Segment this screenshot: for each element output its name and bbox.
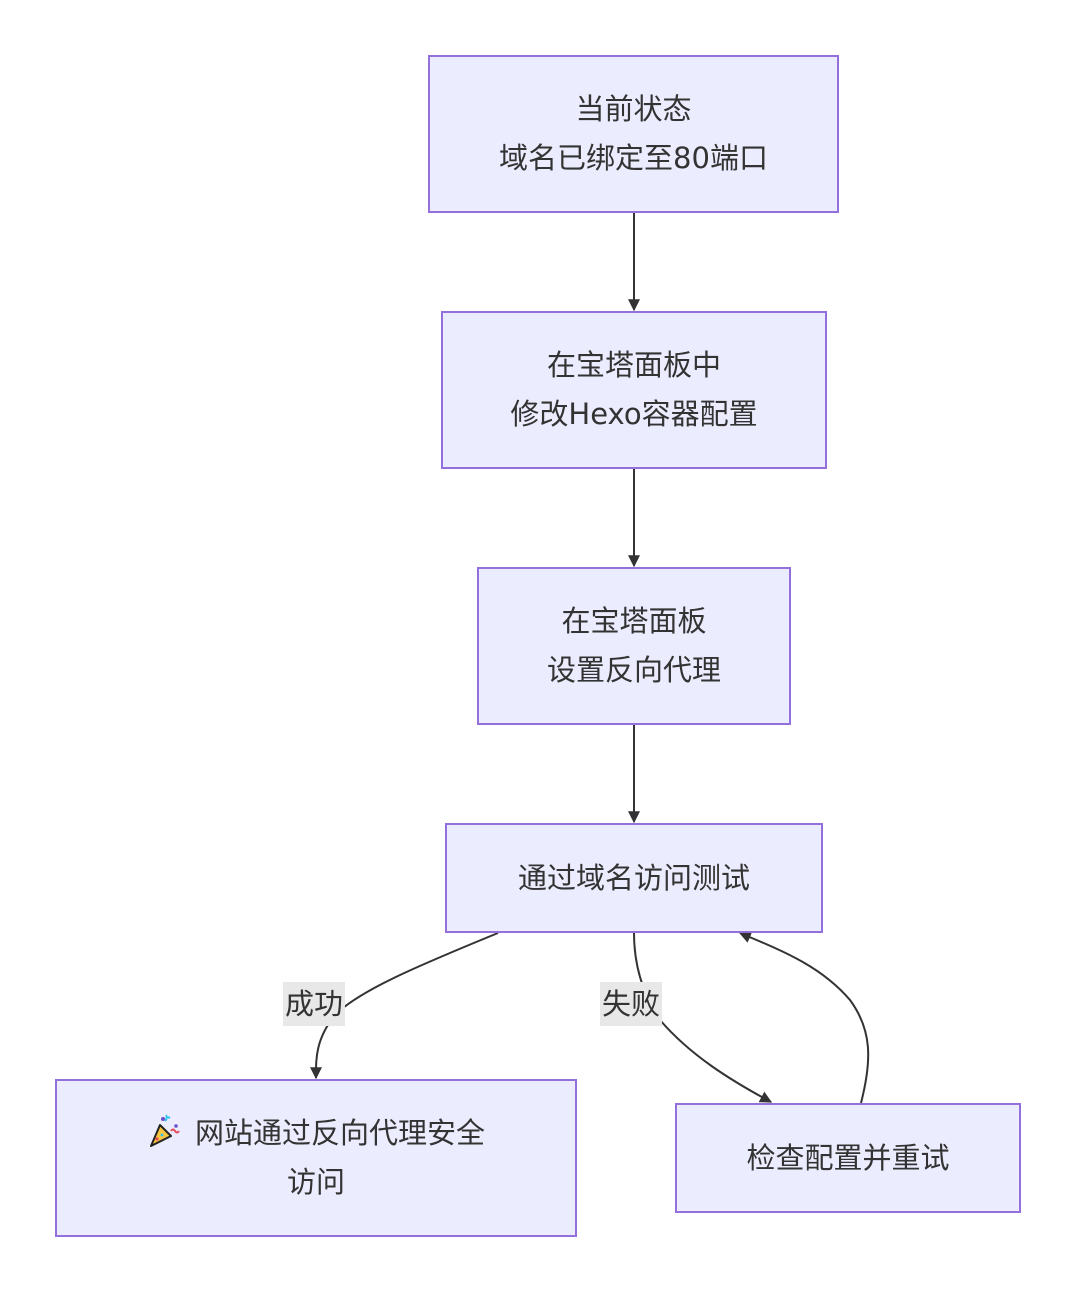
party-popper-icon — [149, 1114, 180, 1147]
node-modify-hexo-config: 在宝塔面板中 修改Hexo容器配置 — [441, 311, 827, 469]
edge-f-d — [738, 931, 870, 1104]
node-current-state-line-1: 当前状态 — [575, 92, 692, 126]
node-success-line-2: 访问 — [286, 1165, 345, 1199]
node-domain-access-test-line-1: 通过域名访问测试 — [517, 860, 750, 895]
node-success: 网站通过反向代理安全 访问 — [55, 1079, 577, 1237]
node-domain-access-test: 通过域名访问测试 — [445, 823, 823, 933]
node-modify-hexo-config-line-1: 在宝塔面板中 — [546, 348, 721, 382]
node-current-state: 当前状态 域名已绑定至80端口 — [428, 55, 839, 213]
node-check-and-retry: 检查配置并重试 — [675, 1103, 1021, 1213]
node-current-state-line-2: 域名已绑定至80端口 — [499, 141, 768, 175]
node-modify-hexo-config-line-2: 修改Hexo容器配置 — [510, 397, 758, 431]
node-setup-reverse-proxy: 在宝塔面板 设置反向代理 — [477, 567, 791, 725]
node-setup-reverse-proxy-line-2: 设置反向代理 — [546, 653, 721, 687]
node-setup-reverse-proxy-line-1: 在宝塔面板 — [561, 604, 707, 638]
edge-label-failure: 失败 — [600, 982, 663, 1026]
edge-label-success: 成功 — [283, 982, 346, 1026]
node-success-line-1: 网站通过反向代理安全 — [194, 1116, 485, 1150]
node-check-and-retry-line-1: 检查配置并重试 — [746, 1140, 950, 1175]
